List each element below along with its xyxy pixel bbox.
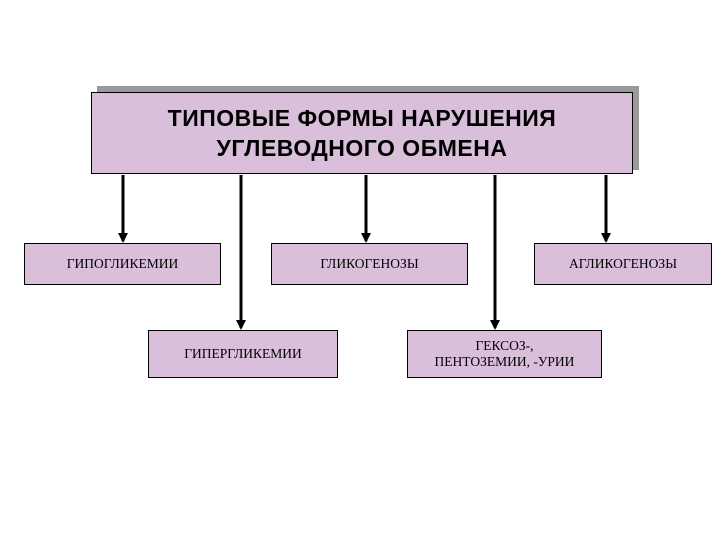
glycogenoses-label: ГЛИКОГЕНОЗЫ — [320, 256, 419, 271]
hexoses-label-line-1: ГЕКСОЗ-, — [475, 338, 534, 353]
hypoglycemia-box: ГИПОГЛИКЕМИИ — [24, 243, 221, 285]
hexoses-text: ГЕКСОЗ-, ПЕНТОЗЕМИИ, -УРИИ — [435, 338, 575, 370]
hypoglycemia-label: ГИПОГЛИКЕМИИ — [66, 256, 179, 271]
hexoses-box: ГЕКСОЗ-, ПЕНТОЗЕМИИ, -УРИИ — [407, 330, 602, 378]
title-line-1: ТИПОВЫЕ ФОРМЫ НАРУШЕНИЯ — [167, 105, 557, 131]
aglycogenoses-label: АГЛИКОГЕНОЗЫ — [569, 256, 677, 271]
glycogenoses-box: ГЛИКОГЕНОЗЫ — [271, 243, 468, 285]
hexoses-label-line-2: ПЕНТОЗЕМИИ, -УРИИ — [434, 354, 575, 369]
title-box: ТИПОВЫЕ ФОРМЫ НАРУШЕНИЯ УГЛЕВОДНОГО ОБМЕ… — [91, 92, 633, 174]
title-line-2: УГЛЕВОДНОГО ОБМЕНА — [216, 135, 508, 161]
aglycogenoses-box: АГЛИКОГЕНОЗЫ — [534, 243, 712, 285]
hyperglycemia-box: ГИПЕРГЛИКЕМИИ — [148, 330, 338, 378]
title-text: ТИПОВЫЕ ФОРМЫ НАРУШЕНИЯ УГЛЕВОДНОГО ОБМЕ… — [168, 103, 557, 163]
hyperglycemia-label: ГИПЕРГЛИКЕМИИ — [184, 346, 302, 361]
